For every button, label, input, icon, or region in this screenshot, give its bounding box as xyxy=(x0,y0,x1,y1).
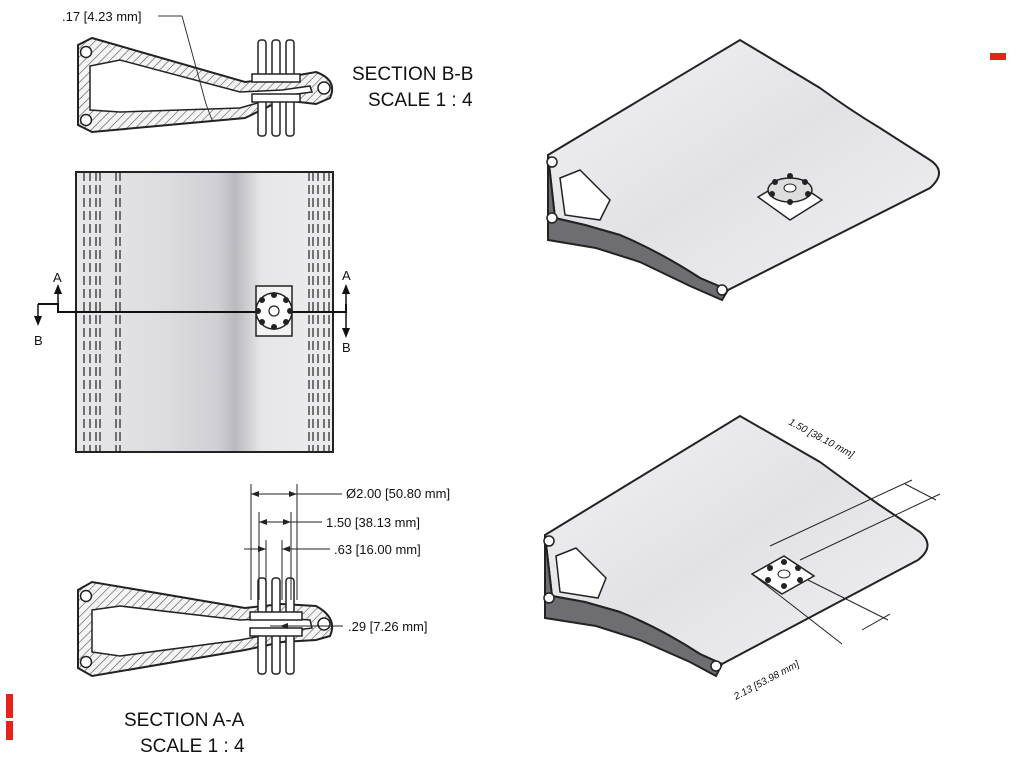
section-mark-a-left: A xyxy=(53,270,62,285)
iso-flange-bottom xyxy=(750,555,816,595)
section-bb-fasteners xyxy=(251,39,301,137)
iso-dim-213: 2.13 [53.98 mm] xyxy=(731,659,801,703)
section-aa-view: Ø2.00 [50.80 mm] 1.50 [38.13 mm] .63 [16… xyxy=(77,484,450,757)
section-bb-title: SECTION B-B xyxy=(352,64,473,85)
red-accent-mark-top xyxy=(990,53,1006,60)
section-mark-b-right: B xyxy=(342,340,351,355)
section-bb-thickness-dim: .17 [4.23 mm] xyxy=(62,9,141,24)
iso-flange-top xyxy=(756,173,824,221)
section-aa-dim-063: .63 [16.00 mm] xyxy=(334,542,421,557)
section-mark-b-left: B xyxy=(34,333,43,348)
section-aa-dim-029: .29 [7.26 mm] xyxy=(348,619,427,634)
iso-top-surface xyxy=(546,38,940,292)
top-view-flange xyxy=(255,285,293,337)
section-aa-scale: SCALE 1 : 4 xyxy=(140,736,245,757)
isometric-view-top xyxy=(546,38,940,302)
section-mark-a-right: A xyxy=(342,268,351,283)
section-aa-dim-150: 1.50 [38.13 mm] xyxy=(326,515,420,530)
section-aa-fasteners xyxy=(249,577,303,675)
section-aa-diameter-dim: Ø2.00 [50.80 mm] xyxy=(346,486,450,501)
section-aa-title: SECTION A-A xyxy=(124,710,245,731)
red-accent-mark-left xyxy=(6,694,13,740)
section-bb-view: .17 [4.23 mm] SECTION B-B SCALE 1 : 4 xyxy=(62,9,473,137)
section-cut-line xyxy=(38,303,347,313)
top-view: A B A B xyxy=(34,171,351,453)
isometric-view-bottom: 1.50 [38.10 mm] 2.13 [53.98 mm] xyxy=(543,414,941,703)
section-bb-scale: SCALE 1 : 4 xyxy=(368,90,473,111)
